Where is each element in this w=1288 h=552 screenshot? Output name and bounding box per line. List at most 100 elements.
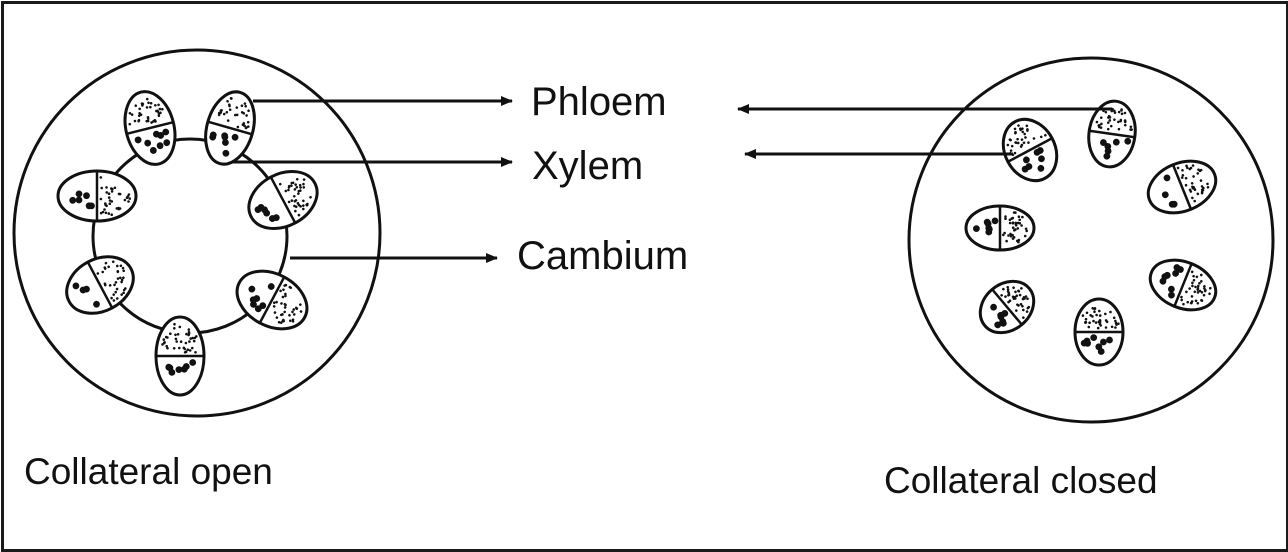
xylem-vessel: [1036, 147, 1044, 154]
xylem-vessel: [250, 301, 257, 308]
phloem-dot: [1013, 151, 1017, 155]
phloem-dot: [1084, 321, 1087, 324]
xylem-vessel: [1168, 291, 1175, 299]
phloem-dot: [113, 186, 117, 190]
phloem-dot: [1109, 124, 1113, 128]
phloem-dot: [1097, 320, 1101, 323]
xylem-vessel: [149, 147, 157, 154]
phloem-dot: [112, 299, 116, 302]
phloem-dot: [246, 125, 250, 128]
phloem-dot: [117, 192, 121, 196]
phloem-dot: [172, 347, 176, 350]
phloem-dot: [1119, 119, 1122, 123]
phloem-dot: [1017, 215, 1021, 218]
phloem-dot: [247, 109, 250, 113]
xylem-vessel: [1038, 155, 1045, 163]
phloem-dot: [1022, 316, 1025, 319]
phloem-dot: [1198, 169, 1202, 173]
phloem-dot: [283, 306, 287, 309]
phloem-dot: [187, 328, 191, 331]
phloem-dot: [1198, 289, 1202, 293]
phloem-dot: [1015, 294, 1019, 298]
phloem-dot: [1023, 234, 1027, 238]
open-stem-outline: [12, 48, 382, 418]
phloem-dot: [145, 97, 149, 101]
phloem-dot: [1106, 121, 1110, 124]
open-vascular-bundle: [65, 255, 135, 315]
phloem-dot: [1085, 311, 1089, 315]
phloem-dot: [1176, 166, 1180, 170]
phloem-dot: [178, 346, 181, 350]
phloem-dot: [186, 348, 190, 351]
phloem-dot: [1108, 116, 1112, 119]
xylem-vessel: [69, 196, 77, 204]
xylem-vessel: [83, 192, 90, 200]
phloem-dot: [302, 207, 305, 211]
phloem-dot: [187, 333, 190, 337]
phloem-dot: [1026, 129, 1029, 132]
xylem-vessel: [1022, 156, 1030, 164]
phloem-dot: [192, 339, 196, 343]
phloem-dot: [169, 332, 172, 335]
phloem-dot: [1014, 131, 1017, 135]
phloem-dot: [1109, 310, 1112, 314]
phloem-dot: [128, 197, 131, 200]
phloem-dot: [299, 189, 302, 192]
phloem-dot: [1129, 125, 1133, 129]
phloem-dot: [297, 203, 301, 207]
xylem-vessel: [222, 149, 230, 157]
collateral-open-caption: Collateral open: [24, 451, 273, 492]
phloem-dot: [1012, 211, 1016, 214]
phloem-dot: [162, 341, 166, 345]
phloem-dot: [279, 321, 283, 324]
xylem-vessel: [144, 139, 152, 147]
phloem-dot: [280, 302, 283, 305]
closed-vascular-bundle: [1073, 297, 1125, 367]
phloem-dot: [302, 182, 305, 186]
phloem-dot: [297, 213, 301, 217]
xylem-vessel: [1172, 269, 1180, 277]
phloem-dot: [243, 124, 246, 128]
phloem-dot: [1114, 319, 1117, 323]
phloem-dot: [1013, 127, 1017, 131]
phloem-dot: [1117, 127, 1121, 131]
phloem-dot: [1190, 270, 1194, 274]
phloem-dot: [1008, 221, 1012, 225]
phloem-dot: [119, 264, 123, 268]
closed-stem-outline: [907, 56, 1275, 424]
phloem-dot: [1024, 227, 1028, 231]
phloem-dot: [1196, 286, 1200, 290]
xylem-vessel: [1177, 266, 1184, 273]
phloem-dot: [96, 272, 100, 275]
phloem-dot: [1206, 182, 1209, 186]
phloem-dot: [184, 350, 188, 353]
phloem-dot: [1018, 293, 1022, 297]
phloem-dot: [272, 301, 276, 305]
phloem-dot: [149, 105, 152, 109]
phloem-dot: [219, 109, 223, 112]
phloem-dot: [1200, 291, 1204, 294]
xylem-vessel: [268, 215, 276, 222]
phloem-dot: [150, 121, 153, 124]
phloem-dot: [115, 297, 119, 300]
xylem-vessel: [75, 190, 83, 198]
phloem-dot: [284, 294, 287, 298]
phloem-dot: [107, 212, 111, 215]
phloem-dot: [1006, 143, 1010, 147]
xylem-vessel: [93, 300, 100, 308]
phloem-dot: [116, 277, 120, 280]
xylem-vessel: [72, 282, 80, 290]
phloem-dot: [184, 341, 188, 345]
phloem-dot: [101, 270, 105, 274]
phloem-dot: [149, 101, 153, 105]
phloem-dot: [103, 266, 107, 269]
phloem-dot: [1208, 292, 1211, 296]
phloem-dot: [122, 276, 125, 280]
phloem-dot: [1199, 179, 1203, 182]
phloem-dot: [1024, 295, 1028, 298]
phloem-dot: [125, 196, 129, 199]
phloem-dot: [1106, 127, 1110, 131]
xylem-vessel: [182, 363, 190, 370]
phloem-dot: [1005, 239, 1008, 243]
phloem-dot: [1019, 302, 1023, 306]
